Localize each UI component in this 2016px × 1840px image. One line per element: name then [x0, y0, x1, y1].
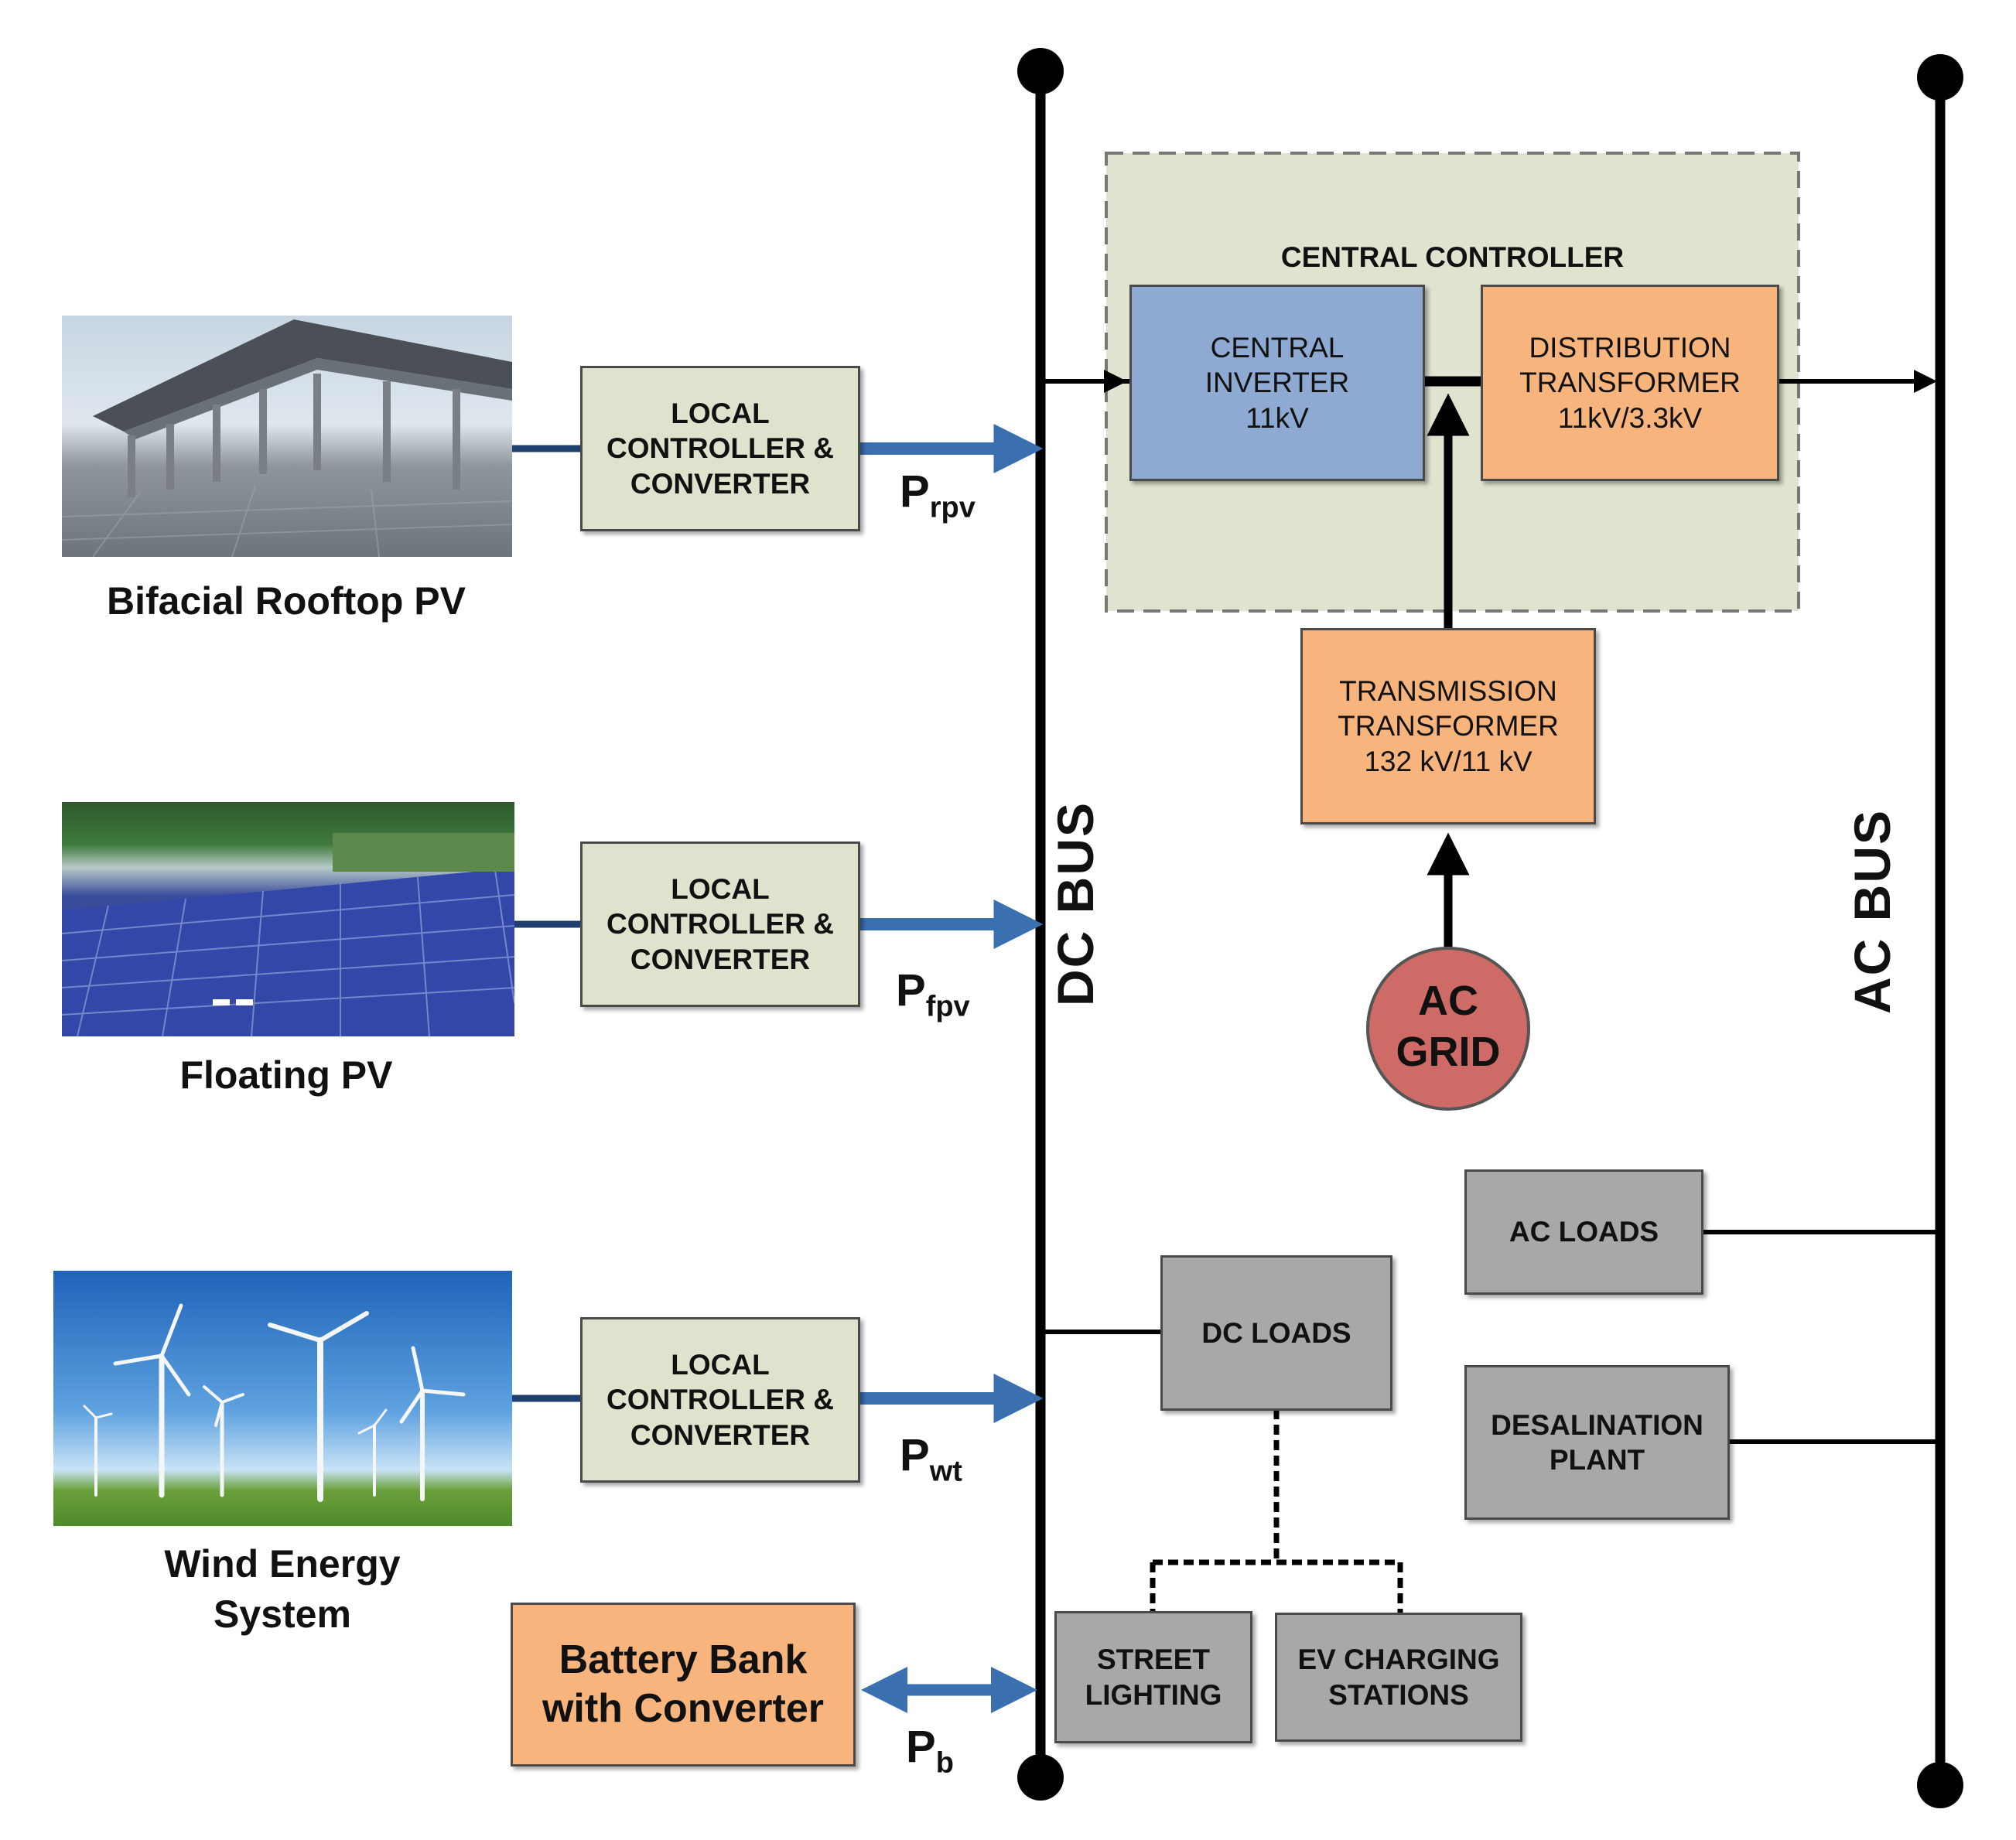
ev-charging-stations: EV CHARGING STATIONS	[1275, 1613, 1522, 1742]
rooftop-pv-label: Bifacial Rooftop PV	[107, 579, 466, 623]
power-label-b: Pb	[906, 1722, 954, 1780]
rooftop-local-controller: LOCAL CONTROLLER & CONVERTER	[580, 366, 860, 531]
desalination-plant-label: DESALINATION PLANT	[1491, 1408, 1703, 1476]
distribution-transformer-label: DISTRIBUTION TRANSFORMER 11kV/3.3kV	[1519, 332, 1741, 434]
central-controller-title: CENTRAL CONTROLLER	[1280, 241, 1625, 273]
rooftop-pv-image	[62, 316, 512, 557]
floating-controller-label: LOCAL CONTROLLER & CONVERTER	[607, 873, 834, 975]
ac-grid-label: AC GRID	[1396, 978, 1501, 1075]
distribution-transformer: DISTRIBUTION TRANSFORMER 11kV/3.3kV	[1481, 285, 1779, 481]
dc-loads: DC LOADS	[1160, 1255, 1392, 1411]
battery-label: Battery Bank with Converter	[542, 1637, 825, 1731]
rooftop-controller-label: LOCAL CONTROLLER & CONVERTER	[607, 398, 834, 500]
floating-pv-label: Floating PV	[179, 1053, 393, 1097]
ac-bus-bottom-terminal	[1917, 1762, 1963, 1808]
desalination-plant: DESALINATION PLANT	[1464, 1365, 1730, 1520]
central-inverter: CENTRAL INVERTER 11kV	[1129, 285, 1425, 481]
wind-label: Wind Energy System	[164, 1542, 401, 1636]
central-inverter-label: CENTRAL INVERTER 11kV	[1204, 332, 1350, 434]
ac-bus-label: AC BUS	[1843, 808, 1901, 1014]
dc-loads-label: DC LOADS	[1201, 1316, 1351, 1349]
solar-array-icon	[62, 833, 514, 1036]
transmission-transformer: TRANSMISSION TRANSFORMER 132 kV/11 kV	[1300, 628, 1596, 824]
power-label-wt: Pwt	[900, 1430, 962, 1488]
battery-bank: Battery Bank with Converter	[511, 1603, 856, 1767]
canopy-icon	[62, 319, 512, 557]
ac-bus-top-terminal	[1917, 54, 1963, 101]
ac-loads: AC LOADS	[1464, 1169, 1703, 1295]
wind-image	[53, 1271, 512, 1526]
power-label-rpv: Prpv	[900, 466, 976, 524]
street-lighting: STREET LIGHTING	[1054, 1611, 1252, 1743]
link-dc-loads-branch	[1150, 1409, 1403, 1613]
street-lighting-label: STREET LIGHTING	[1085, 1644, 1222, 1711]
dc-bus-label: DC BUS	[1047, 801, 1104, 1006]
dc-bus-top-terminal	[1017, 48, 1064, 94]
floating-local-controller: LOCAL CONTROLLER & CONVERTER	[580, 841, 860, 1007]
ev-charging-stations-label: EV CHARGING STATIONS	[1297, 1644, 1500, 1711]
wind-local-controller: LOCAL CONTROLLER & CONVERTER	[580, 1317, 860, 1483]
dc-bus-bottom-terminal	[1017, 1754, 1064, 1801]
wind-controller-label: LOCAL CONTROLLER & CONVERTER	[607, 1349, 834, 1451]
transmission-transformer-label: TRANSMISSION TRANSFORMER 132 kV/11 kV	[1338, 675, 1559, 777]
wind-turbine-icon	[83, 1303, 466, 1502]
ac-grid-node	[1366, 947, 1530, 1111]
power-label-fpv: Pfpv	[896, 965, 970, 1023]
floating-pv-image	[62, 802, 514, 1036]
ac-loads-label: AC LOADS	[1509, 1216, 1659, 1248]
